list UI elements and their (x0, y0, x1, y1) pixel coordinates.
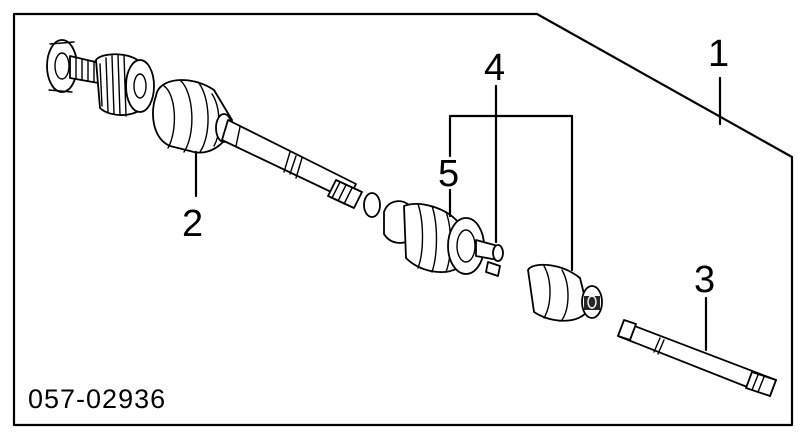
outer-cv-boot-icon (152, 79, 233, 154)
callout-4: 4 (484, 47, 505, 89)
axle-shaft-icon (221, 119, 363, 209)
inner-cv-boot-icon (527, 263, 603, 322)
figure-code: 057-02936 (28, 384, 166, 414)
callout-5: 5 (438, 153, 459, 195)
inner-joint-yoke-icon (383, 200, 504, 277)
callout-1: 1 (708, 33, 729, 75)
callout-3: 3 (694, 259, 715, 301)
outer-cv-joint-icon (46, 39, 155, 117)
callout-2: 2 (182, 203, 203, 245)
assembly-frame (12, 12, 794, 427)
intermediate-shaft-icon (617, 319, 777, 397)
leader-line-5 (448, 114, 574, 272)
circlip-icon (363, 192, 381, 218)
